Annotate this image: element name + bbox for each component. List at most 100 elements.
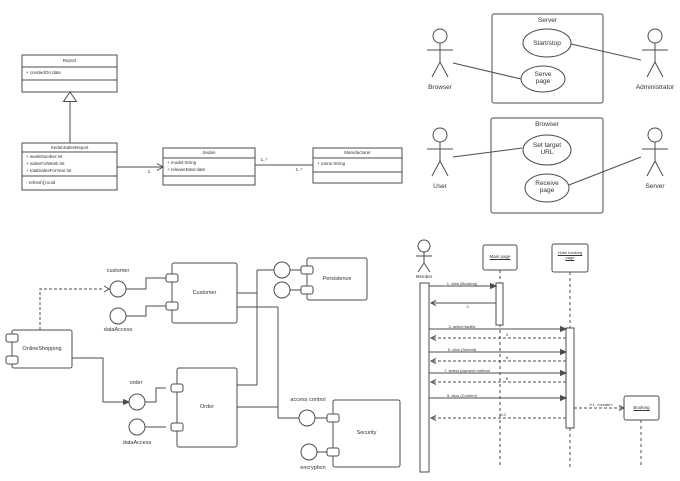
order-port-2 <box>170 422 184 432</box>
report-class-box <box>21 54 118 93</box>
wire-onlineshopping-customer-if <box>39 288 104 330</box>
filled-arrow-icon <box>123 398 131 406</box>
ssr-class-title: SedanSalesReport <box>50 145 89 150</box>
usecase-start-stop-label: Start/stop <box>533 40 561 47</box>
open-arrow-icon <box>429 335 437 341</box>
manufacturer-class-title: Manufacturer <box>344 150 371 155</box>
order-component-box <box>176 367 238 448</box>
filled-arrow-icon <box>560 348 568 356</box>
open-arrow-icon <box>103 285 110 293</box>
ssr-attr-2: + salesForWeek:int <box>26 161 65 166</box>
booking-object-label: Booking <box>633 405 650 410</box>
message-2-label: 2. <box>466 304 470 309</box>
activation-member <box>419 282 430 473</box>
message-8-label: 8 <box>505 376 509 381</box>
usecase-set-target-url <box>522 134 572 166</box>
actor-member-icon <box>416 239 432 273</box>
persistence-port-1 <box>300 265 314 275</box>
accesscontrol-interface-label: access control <box>290 397 326 403</box>
ssr-attr-1: + weekNumber:int <box>26 154 63 159</box>
use-case-diagram-browser <box>427 117 668 214</box>
main-page-label: Main page <box>489 254 511 259</box>
server-system-boundary <box>491 13 604 104</box>
multiplicity-sedan-end: 1 <box>147 169 151 174</box>
onlineshopping-port-2 <box>5 355 19 365</box>
message-7-label: 7. select payment method <box>444 368 490 373</box>
sedan-attr-1: + model:String <box>167 160 197 165</box>
activation-main-page <box>495 282 504 326</box>
sedan-class-box <box>162 147 256 186</box>
ssr-method: - refresh():void <box>26 180 56 185</box>
wire-dataaccess1-customer <box>126 305 166 317</box>
sedan-class-title: Sedan <box>202 150 216 155</box>
sedan-attr-2: + releaseDate:date <box>167 167 206 172</box>
security-label: Security <box>356 430 377 436</box>
customer-interface-icon <box>109 280 127 298</box>
open-arrow-icon <box>429 300 437 306</box>
actor-member-label: Member <box>415 274 433 279</box>
filled-arrow-icon <box>560 394 568 402</box>
customer-port-2 <box>165 301 179 311</box>
open-arrow-icon <box>429 358 437 364</box>
component-diagram <box>5 257 401 468</box>
dataaccess2-interface-icon <box>128 418 146 436</box>
onlineshopping-port-1 <box>5 333 19 343</box>
message-9-2-label: 9.2 <box>500 412 506 417</box>
filled-arrow-icon <box>560 369 568 377</box>
main-page-lifeline-head <box>482 244 518 271</box>
wire-onlineshopping-order-if <box>72 357 126 403</box>
actor-server-icon <box>642 127 668 177</box>
dataaccess2-interface-label: dataAccess <box>122 440 152 446</box>
order-interface-label: order <box>129 380 143 386</box>
open-arrow-icon <box>429 379 437 385</box>
onlineshopping-label: OnlineShopping <box>22 346 62 352</box>
class-diagram <box>21 54 403 191</box>
use-case-diagram-server <box>427 13 668 104</box>
wire-orderif-order <box>145 387 166 403</box>
open-arrow-icon <box>156 163 164 171</box>
message-5-label: 5. click (Submit) <box>447 347 477 352</box>
open-arrow-icon <box>429 415 437 421</box>
persistence-label: Persistence <box>322 276 352 282</box>
activation-booking-page <box>565 327 575 429</box>
multiplicity-manufacturer-left: 1..* <box>295 167 303 172</box>
dataaccess1-interface-icon <box>109 307 127 325</box>
dataaccess1-interface-label: dataAccess <box>103 327 133 333</box>
booking-page-label: Hotel booking page <box>557 250 583 260</box>
customer-port-1 <box>165 273 179 283</box>
sequence-diagram <box>416 239 660 473</box>
link-browser-servepage <box>452 62 522 80</box>
encryption-interface-label: encryption <box>300 465 326 471</box>
actor-administrator-icon <box>642 28 668 78</box>
message-9-1-label: 9.1. «create» <box>589 402 613 407</box>
multiplicity-sedan-right: 1..* <box>260 157 268 162</box>
persistence-interface2-icon <box>273 281 291 299</box>
usecase-start-stop <box>522 28 572 58</box>
filled-arrow-icon <box>560 325 568 333</box>
actor-administrator-label: Administrator <box>635 84 675 91</box>
usecase-receive-page-label: Receive page <box>535 180 559 194</box>
message-4-label: 4 <box>505 332 509 337</box>
onlineshopping-component-box <box>11 329 73 369</box>
customer-interface-label: customer <box>106 268 130 274</box>
encryption-interface-icon <box>300 443 318 461</box>
actor-server-label: Server <box>645 183 665 190</box>
message-6-label: 6 <box>505 355 509 360</box>
open-arrow-icon <box>618 405 626 411</box>
security-port-1 <box>326 413 340 423</box>
report-attr: + createdOn:date <box>26 70 61 75</box>
order-port-1 <box>170 383 184 393</box>
ssr-attr-3: + totalSalesForYear:int <box>26 168 72 173</box>
customer-component-label: Customer <box>192 290 217 296</box>
report-class-title: Report <box>62 58 77 63</box>
persistence-interface1-icon <box>273 261 291 279</box>
persistence-component-box <box>306 257 368 301</box>
usecase-serve-page-label: Serve page <box>534 71 552 85</box>
message-9-label: 9. click (Confirm) <box>446 393 477 398</box>
customer-component-box <box>171 262 238 324</box>
actor-browser-label: Browser <box>428 84 452 91</box>
server-system-label: Server <box>537 17 558 24</box>
actor-user-label: User <box>433 183 447 190</box>
order-interface-icon <box>128 393 146 411</box>
